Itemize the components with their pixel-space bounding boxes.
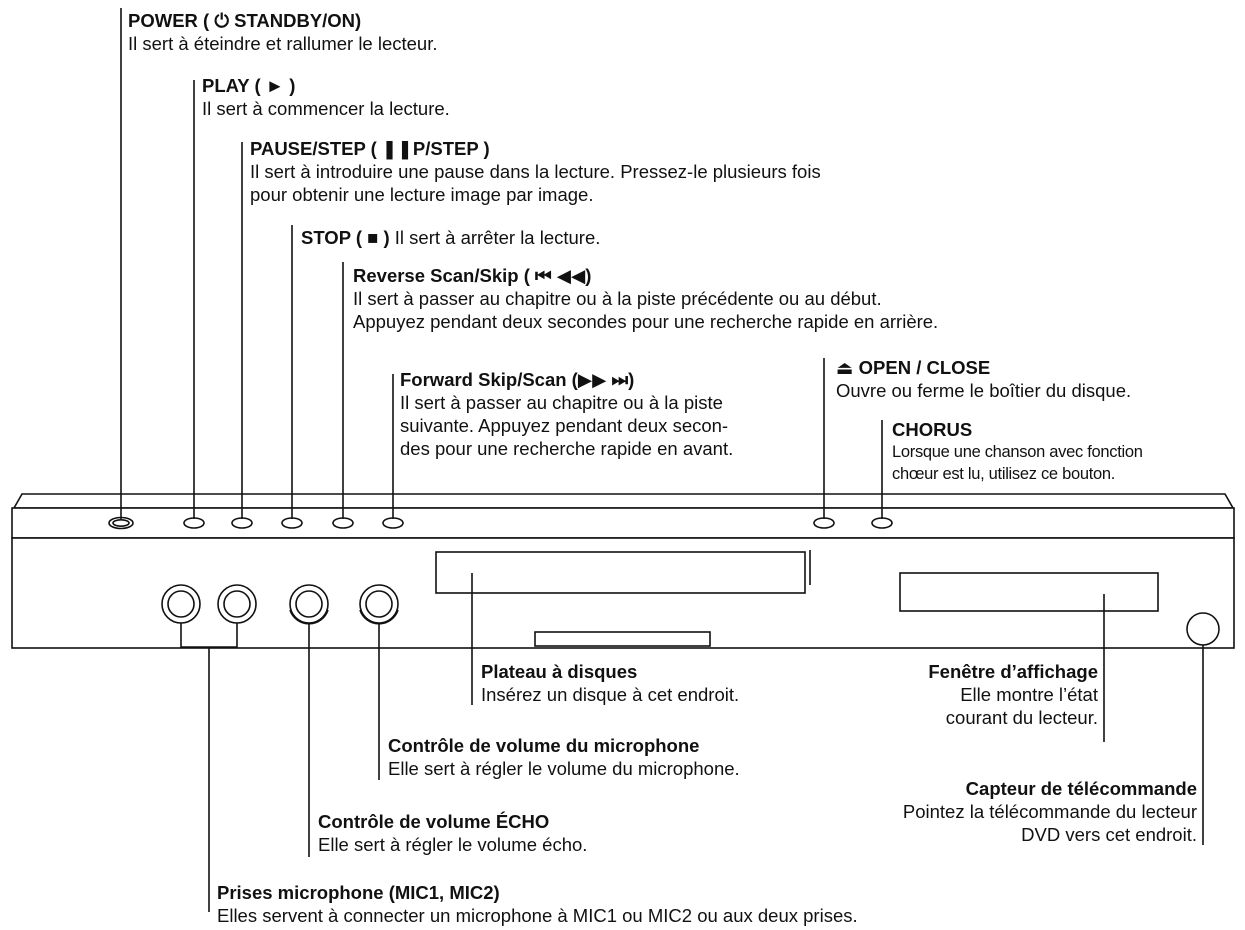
- play-desc: Il sert à commencer la lecture.: [202, 98, 450, 119]
- chorus-desc-line2: chœur est lu, utilisez ce bouton.: [892, 465, 1116, 483]
- chorus-title: CHORUS: [892, 419, 973, 440]
- remote-sensor-desc-line2: DVD vers cet endroit.: [1021, 824, 1197, 845]
- forward-desc-line1: Il sert à passer au chapitre ou à la pis…: [400, 392, 723, 413]
- pause-desc-line2: pour obtenir une lecture image par image…: [250, 184, 594, 205]
- display-window-desc-line2: courant du lecteur.: [945, 707, 1098, 728]
- forward-desc-line2: suivante. Appuyez pendant deux secon-: [400, 415, 729, 436]
- echo-volume-desc: Elle sert à régler le volume écho.: [318, 834, 588, 855]
- display-window-title: Fenêtre d’affichage: [928, 661, 1098, 682]
- reverse-title: Reverse Scan/Skip ( ⏮ ◀◀): [353, 265, 592, 286]
- mic-jacks-title: Prises microphone (MIC1, MIC2): [217, 882, 500, 903]
- forward-title: Forward Skip/Scan (▶▶ ⏭): [400, 369, 635, 390]
- device-top-edge: [12, 493, 1235, 509]
- disc-tray-label: Plateau à disques Insérez un disque à ce…: [481, 660, 739, 706]
- disc-tray-desc: Insérez un disque à cet endroit.: [481, 684, 740, 705]
- reverse-label: Reverse Scan/Skip ( ⏮ ◀◀) Il sert à pass…: [353, 264, 938, 333]
- open-close-desc: Ouvre ou ferme le boîtier du disque.: [836, 380, 1132, 401]
- leader-line-mic: [180, 623, 238, 912]
- stop-desc: Il sert à arrêter la lecture.: [389, 227, 601, 248]
- pause-label: PAUSE/STEP ( ❚❚P/STEP ) Il sert à introd…: [250, 137, 821, 206]
- display-window-label: Fenêtre d’affichage Elle montre l’état c…: [928, 660, 1098, 729]
- display-window-desc-line1: Elle montre l’état: [960, 684, 1098, 705]
- remote-sensor-label: Capteur de télécommande Pointez la téléc…: [903, 777, 1197, 846]
- pause-title: PAUSE/STEP ( ❚❚P/STEP ): [250, 138, 490, 159]
- chorus-desc-line1: Lorsque une chanson avec fonction: [892, 443, 1143, 461]
- disc-tray-title: Plateau à disques: [481, 661, 638, 682]
- disc-tray: [435, 550, 811, 647]
- play-title: PLAY ( ► ): [202, 75, 296, 96]
- forward-label: Forward Skip/Scan (▶▶ ⏭) Il sert à passe…: [400, 368, 733, 460]
- forward-desc-line3: des pour une recherche rapide en avant.: [400, 438, 734, 459]
- reverse-desc-line2: Appuyez pendant deux secondes pour une r…: [353, 311, 939, 332]
- power-title: POWER ( ⏻ STANDBY/ON): [128, 10, 362, 31]
- open-close-title: ⏏ OPEN / CLOSE: [836, 357, 991, 378]
- stop-title: STOP ( ■ ): [301, 227, 390, 248]
- stop-label: STOP ( ■ ) Il sert à arrêter la lecture.: [301, 226, 600, 249]
- power-desc: Il sert à éteindre et rallumer le lecteu…: [128, 33, 438, 54]
- display-window: [899, 572, 1159, 612]
- open-close-label: ⏏ OPEN / CLOSE Ouvre ou ferme le boîtier…: [836, 356, 1131, 402]
- power-label: POWER ( ⏻ STANDBY/ON) Il sert à éteindre…: [128, 9, 438, 55]
- remote-sensor-desc-line1: Pointez la télécommande du lecteur: [902, 801, 1197, 822]
- echo-volume-knob: [289, 584, 329, 625]
- mic-volume-title: Contrôle de volume du microphone: [388, 735, 700, 756]
- pause-desc-line1: Il sert à introduire une pause dans la l…: [250, 161, 821, 182]
- chorus-label: CHORUS Lorsque une chanson avec fonction…: [892, 418, 1143, 485]
- reverse-desc-line1: Il sert à passer au chapitre ou à la pis…: [353, 288, 882, 309]
- echo-volume-label: Contrôle de volume ÉCHO Elle sert à régl…: [318, 810, 587, 856]
- mic-jacks-label: Prises microphone (MIC1, MIC2) Elles ser…: [217, 881, 858, 927]
- device-top-strip: [11, 507, 1235, 539]
- play-label: PLAY ( ► ) Il sert à commencer la lectur…: [202, 74, 450, 120]
- mic-jacks-desc: Elles servent à connecter un microphone …: [217, 905, 858, 926]
- echo-volume-title: Contrôle de volume ÉCHO: [318, 811, 550, 832]
- remote-sensor-title: Capteur de télécommande: [965, 778, 1197, 799]
- mic-volume-label: Contrôle de volume du microphone Elle se…: [388, 734, 740, 780]
- mic-volume-desc: Elle sert à régler le volume du micropho…: [388, 758, 740, 779]
